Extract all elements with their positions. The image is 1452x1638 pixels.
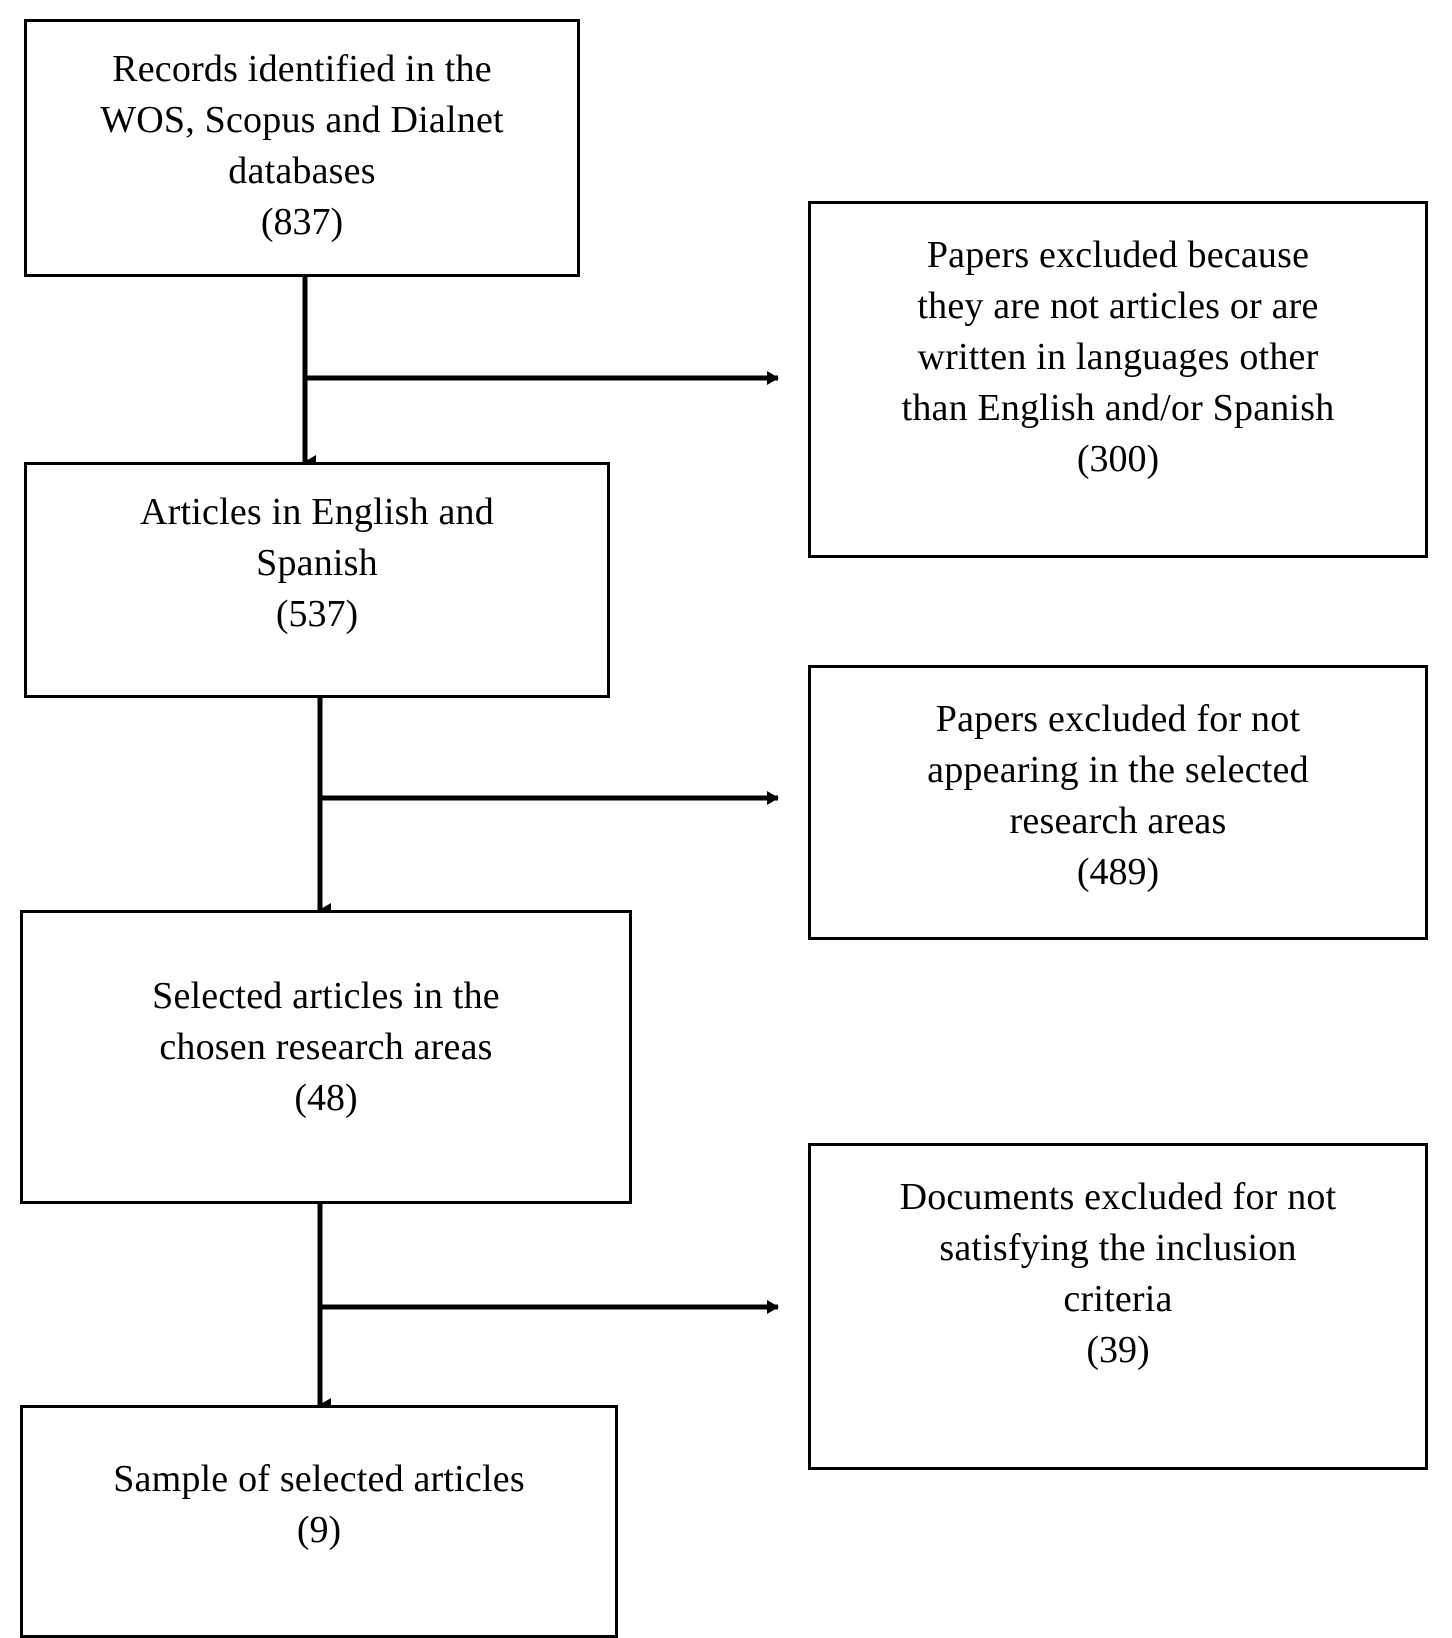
node-selected-articles-areas: Selected articles in the chosen research… xyxy=(20,910,632,1204)
node-records-identified-count: (837) xyxy=(260,200,344,243)
node-excluded-inclusion-criteria: Documents excluded for not satisfying th… xyxy=(808,1143,1428,1470)
node-excluded-inclusion-criteria-count: (39) xyxy=(1086,1328,1150,1371)
node-excluded-languages-text: Papers excluded because they are not art… xyxy=(901,234,1335,429)
node-excluded-research-areas: Papers excluded for not appearing in the… xyxy=(808,665,1428,940)
node-selected-articles-areas-text: Selected articles in the chosen research… xyxy=(152,975,500,1068)
node-selected-articles-areas-count: (48) xyxy=(294,1076,358,1119)
node-excluded-research-areas-count: (489) xyxy=(1076,850,1160,893)
node-records-identified-text: Records identified in the WOS, Scopus an… xyxy=(100,48,504,192)
node-articles-english-spanish: Articles in English and Spanish (537) xyxy=(24,462,610,698)
node-sample-selected-articles-count: (9) xyxy=(296,1508,342,1551)
node-excluded-inclusion-criteria-text: Documents excluded for not satisfying th… xyxy=(899,1176,1337,1320)
node-sample-selected-articles: Sample of selected articles (9) xyxy=(20,1405,618,1638)
node-articles-english-spanish-text: Articles in English and Spanish xyxy=(140,491,494,584)
node-excluded-languages: Papers excluded because they are not art… xyxy=(808,201,1428,558)
node-excluded-research-areas-text: Papers excluded for not appearing in the… xyxy=(927,698,1309,842)
node-excluded-languages-count: (300) xyxy=(1076,437,1160,480)
node-articles-english-spanish-count: (537) xyxy=(275,592,359,635)
node-sample-selected-articles-text: Sample of selected articles xyxy=(113,1458,525,1500)
node-records-identified: Records identified in the WOS, Scopus an… xyxy=(24,19,580,277)
